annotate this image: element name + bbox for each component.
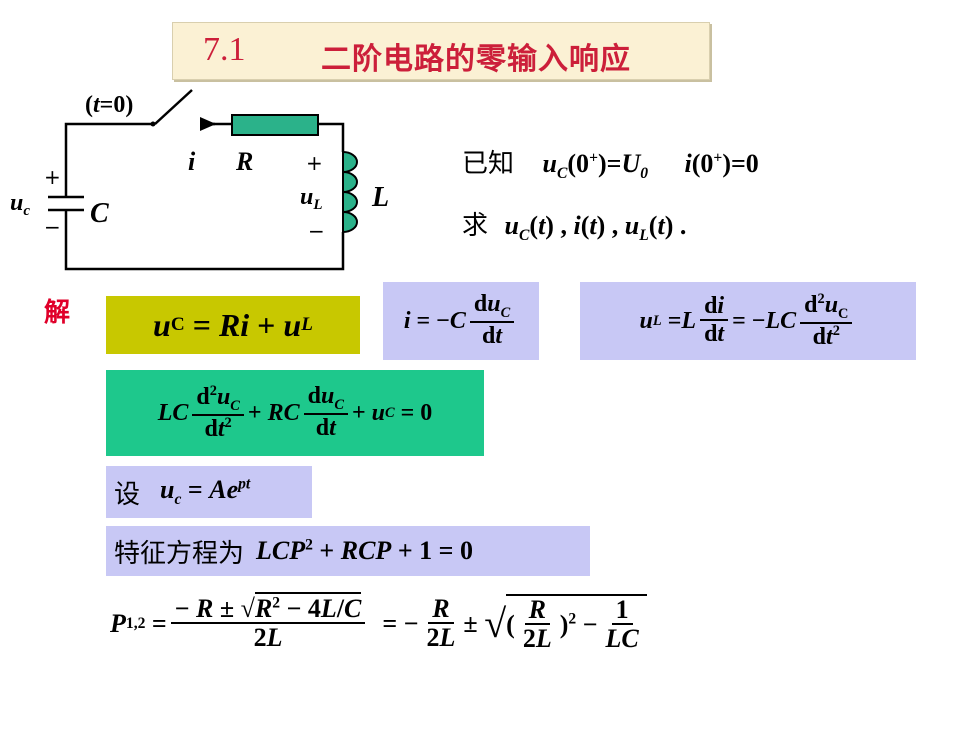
wire-resistor-inductor <box>318 122 345 152</box>
uc-plus: + <box>44 165 61 189</box>
section-title: 二阶电路的零输入响应 <box>321 42 631 77</box>
rlc-circuit-diagram: (t=0) i R + uL − L + uc − C <box>10 89 389 271</box>
known-prefix: 已知 <box>462 149 515 179</box>
known-conditions: 已知 uC(0+)=U0 i(0+)=0 <box>462 149 759 183</box>
switch-label: (t=0) <box>85 92 133 118</box>
char-eq-prefix: 特征方程为 <box>114 538 245 569</box>
wire-bottom <box>64 210 345 271</box>
resistor-label: R <box>235 147 253 176</box>
ul-minus: − <box>308 219 325 243</box>
current-label: i <box>188 147 196 176</box>
solution-label: 解 <box>44 298 71 328</box>
switch-blade <box>154 89 193 125</box>
inductor <box>342 150 358 234</box>
section-number: 7.1 <box>203 31 246 68</box>
switch-pivot <box>150 121 156 127</box>
inductor-label: L <box>371 182 389 213</box>
uc-minus: − <box>44 215 61 239</box>
uc-label: uc <box>10 190 30 219</box>
ul-plus: + <box>306 151 323 175</box>
title-banner: 7.1 二阶电路的零输入响应 <box>172 22 710 80</box>
current-arrow <box>200 117 216 131</box>
characteristic-equation: 特征方程为 LCP2 + RCP + 1 = 0 <box>106 526 590 576</box>
assumed-solution: 设 uc = Aept <box>106 466 312 518</box>
find-prefix: 求 <box>462 211 489 241</box>
wire-left-top <box>64 122 152 197</box>
ul-label: uL <box>300 184 323 213</box>
find-targets: 求 uC(t) , i(t) , uL(t) . <box>462 211 687 245</box>
resistor <box>231 114 319 136</box>
capacitor-label: C <box>90 198 109 229</box>
assume-prefix: 设 <box>114 479 141 510</box>
